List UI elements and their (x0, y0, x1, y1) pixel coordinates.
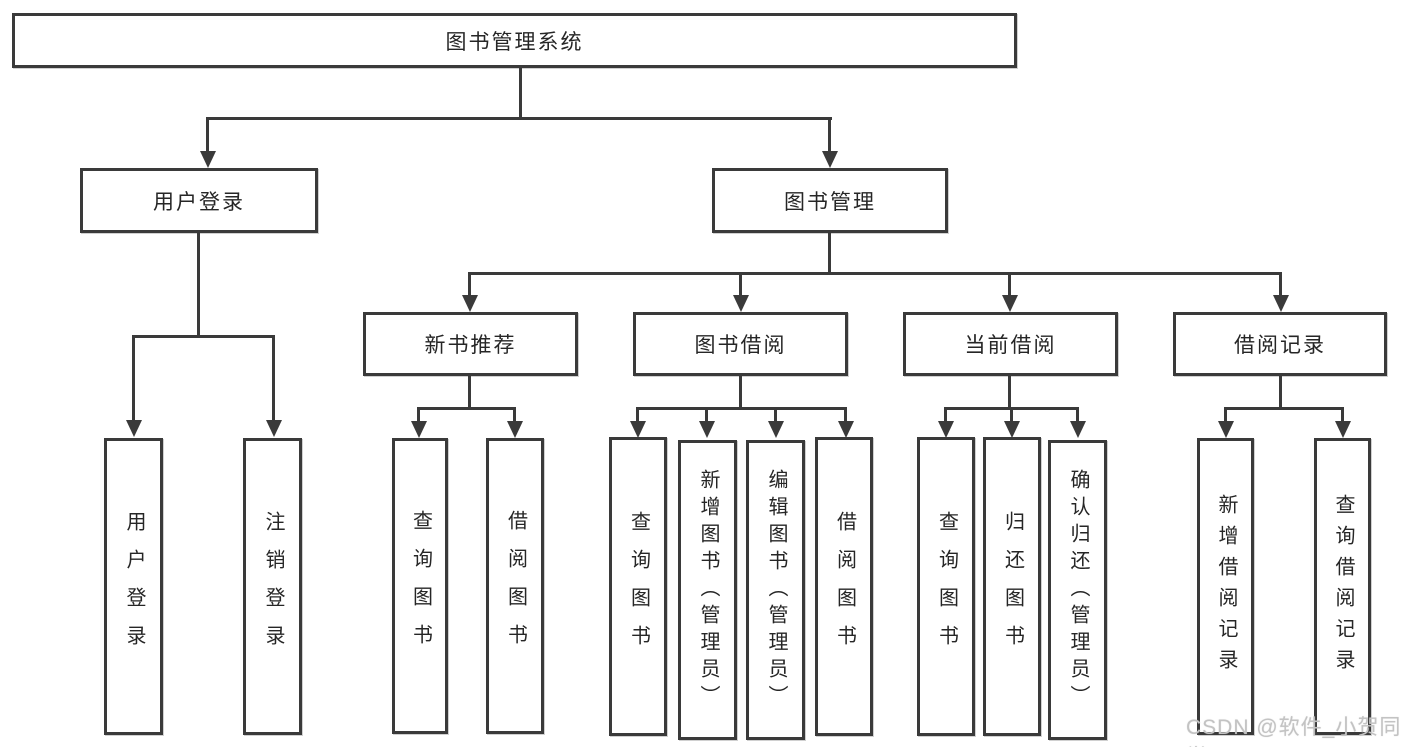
node-label: 当前借阅 (964, 334, 1057, 357)
connector-segment (272, 335, 275, 421)
node-label: 借阅记录 (1234, 334, 1326, 357)
connector-segment (705, 407, 708, 422)
arrowhead-icon (1335, 421, 1351, 438)
node-leaf-query-borrow-record: 查询借阅记录 (1314, 438, 1371, 735)
node-label: 用户登录 (153, 190, 245, 214)
node-label: 确认归还（管理员） (1067, 468, 1089, 712)
connector-segment (519, 66, 522, 119)
node-label: 注销登录 (262, 510, 284, 663)
connector-segment (1224, 407, 1227, 422)
arrowhead-icon (768, 421, 784, 438)
node-leaf-add-borrow-record: 新增借阅记录 (1197, 438, 1254, 735)
node-current-borrow: 当前借阅 (903, 312, 1118, 376)
connector-segment (828, 233, 831, 275)
connector-segment (206, 117, 832, 120)
node-book-borrow: 图书借阅 (633, 312, 848, 376)
arrowhead-icon (507, 421, 523, 438)
node-label: 新增图书（管理员） (697, 468, 719, 712)
connector-segment (206, 117, 209, 152)
csdn-watermark: CSDN @软件_小贺同学 (1186, 716, 1402, 747)
connector-segment (739, 376, 742, 410)
arrowhead-icon (938, 421, 954, 438)
arrowhead-icon (462, 295, 478, 312)
connector-segment (1224, 407, 1344, 410)
arrowhead-icon (266, 420, 282, 437)
node-label: 借阅图书 (504, 510, 527, 662)
connector-segment (636, 407, 639, 422)
arrowhead-icon (838, 421, 854, 438)
arrowhead-icon (1002, 295, 1018, 312)
connector-segment (513, 407, 516, 422)
node-label: 新增借阅记录 (1215, 493, 1237, 680)
node-leaf-return-books: 归还图书 (983, 437, 1041, 736)
connector-segment (132, 335, 275, 338)
connector-segment (774, 407, 777, 422)
arrowhead-icon (126, 420, 142, 437)
arrowhead-icon (1218, 421, 1234, 438)
connector-segment (468, 376, 471, 410)
connector-segment (1279, 376, 1282, 410)
connector-segment (417, 407, 420, 422)
connector-segment (1341, 407, 1344, 422)
connector-segment (844, 407, 847, 422)
node-label: 归还图书 (1001, 510, 1024, 663)
connector-segment (1076, 407, 1079, 422)
connector-segment (1279, 272, 1282, 296)
connector-segment (197, 233, 200, 338)
node-label: 编辑图书（管理员） (765, 468, 787, 712)
arrowhead-icon (733, 295, 749, 312)
node-leaf-edit-books-admin: 编辑图书（管理员） (746, 440, 805, 740)
node-leaf-query-books-2: 查询图书 (609, 437, 667, 736)
connector-segment (417, 407, 516, 410)
node-label: 图书借阅 (694, 334, 787, 357)
connector-segment (1010, 407, 1013, 422)
node-label: 查询图书 (627, 510, 650, 663)
node-leaf-logout: 注销登录 (243, 438, 302, 735)
connector-segment (1008, 376, 1011, 410)
connector-segment (739, 272, 742, 296)
node-label: 用户登录 (123, 510, 145, 663)
arrowhead-icon (411, 421, 427, 438)
node-leaf-user-login: 用户登录 (104, 438, 163, 735)
node-leaf-borrow-books-1: 借阅图书 (486, 438, 544, 734)
node-label: 借阅图书 (833, 510, 856, 663)
node-new-book-recommend: 新书推荐 (363, 312, 578, 376)
node-user-login: 用户登录 (80, 168, 318, 233)
node-leaf-query-books-1: 查询图书 (392, 438, 448, 734)
node-leaf-query-books-3: 查询图书 (917, 437, 975, 736)
node-library-management-system: 图书管理系统 (12, 13, 1017, 68)
connector-segment (468, 272, 1282, 275)
node-label: 查询借阅记录 (1332, 493, 1354, 680)
arrowhead-icon (1273, 295, 1289, 312)
node-label: 查询图书 (935, 510, 958, 663)
arrowhead-icon (699, 421, 715, 438)
node-label: 新书推荐 (424, 334, 517, 357)
connector-segment (1008, 272, 1011, 296)
connector-segment (636, 407, 847, 410)
connector-segment (468, 272, 471, 296)
node-leaf-borrow-books-2: 借阅图书 (815, 437, 873, 736)
connector-segment (828, 117, 831, 152)
node-book-management: 图书管理 (712, 168, 948, 233)
connector-segment (132, 335, 135, 421)
connector-segment (944, 407, 947, 422)
node-leaf-add-books-admin: 新增图书（管理员） (678, 440, 737, 740)
node-borrow-records: 借阅记录 (1173, 312, 1387, 376)
arrowhead-icon (1004, 421, 1020, 438)
arrowhead-icon (1070, 421, 1086, 438)
arrowhead-icon (200, 151, 216, 168)
arrowhead-icon (630, 421, 646, 438)
node-label: 图书管理系统 (445, 30, 584, 54)
node-label: 查询图书 (409, 510, 432, 662)
arrowhead-icon (822, 151, 838, 168)
node-label: 图书管理 (784, 190, 876, 214)
node-leaf-confirm-return-admin: 确认归还（管理员） (1048, 440, 1107, 740)
